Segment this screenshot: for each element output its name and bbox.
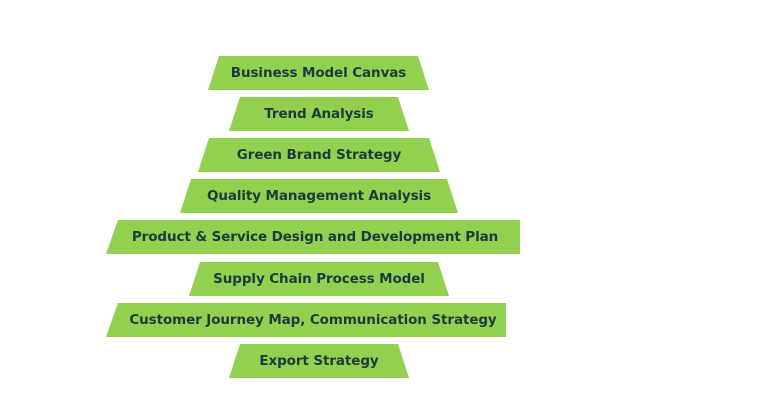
level-label: Business Model Canvas: [230, 65, 407, 81]
level-product-service-design-plan: Product & Service Design and Development…: [106, 220, 520, 254]
level-green-brand-strategy: Green Brand Strategy: [198, 138, 440, 172]
level-export-strategy: Export Strategy: [229, 344, 409, 378]
level-label: Supply Chain Process Model: [213, 271, 425, 287]
level-customer-journey-communication: Customer Journey Map, Communication Stra…: [106, 303, 506, 337]
level-label: Quality Management Analysis: [206, 188, 432, 204]
level-label: Customer Journey Map, Communication Stra…: [129, 312, 497, 328]
level-quality-management-analysis: Quality Management Analysis: [180, 179, 458, 213]
level-supply-chain-process-model: Supply Chain Process Model: [189, 262, 449, 296]
level-label: Export Strategy: [259, 353, 379, 369]
level-label: Product & Service Design and Development…: [131, 229, 499, 245]
level-business-model-canvas: Business Model Canvas: [208, 56, 429, 90]
level-trend-analysis: Trend Analysis: [229, 97, 409, 131]
level-label: Green Brand Strategy: [236, 147, 402, 163]
level-label: Trend Analysis: [264, 106, 374, 122]
